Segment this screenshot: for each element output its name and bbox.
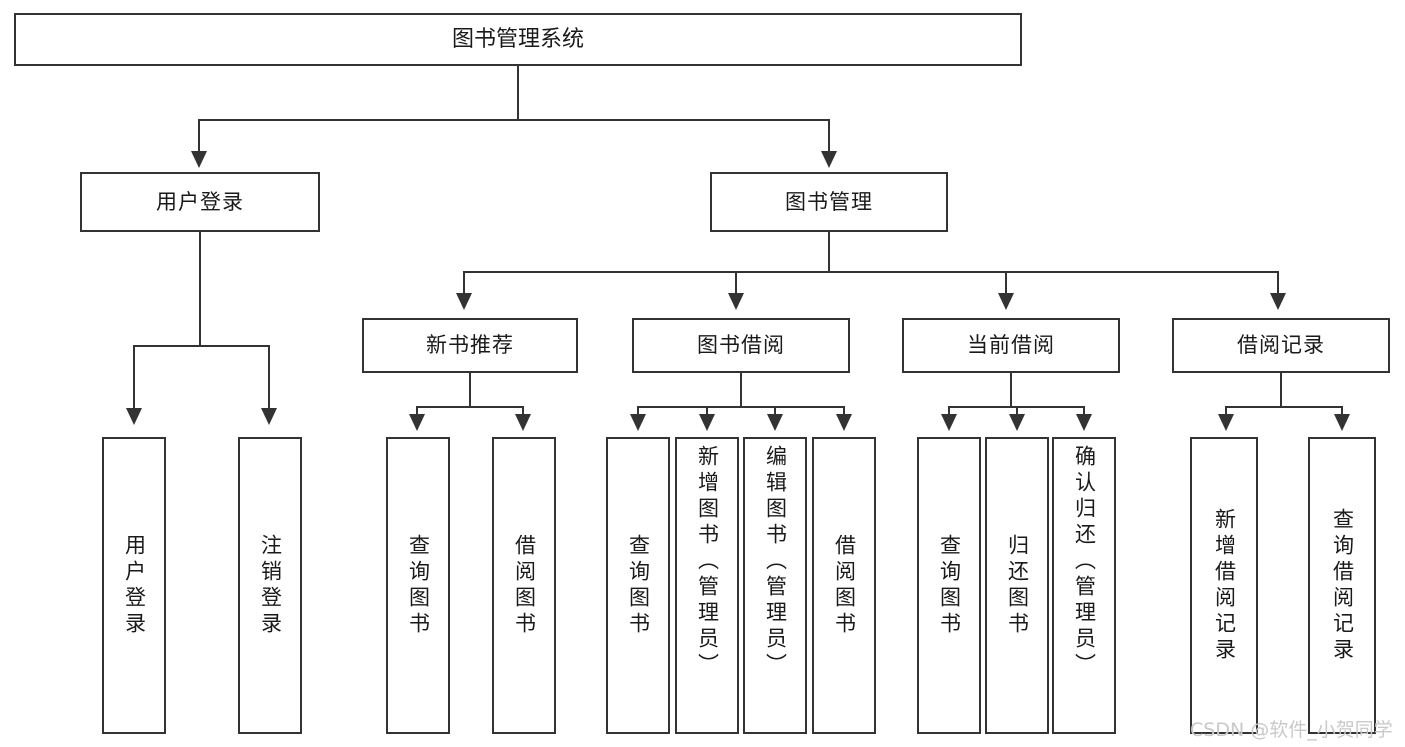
connector-root-to-book-manage xyxy=(828,119,830,153)
connector-root-to-user-login xyxy=(198,119,200,153)
leaf-label: 确认归还（管理员） xyxy=(1072,445,1097,679)
arrow-bm-to-current-borrow xyxy=(998,293,1014,310)
connector-book-manage-stem xyxy=(828,232,830,272)
leaf-label: 借阅图书 xyxy=(832,533,857,638)
node-root-system[interactable]: 图书管理系统 xyxy=(14,13,1022,66)
arrow-user-login-to-leaf-user-login xyxy=(126,408,142,425)
connector-bb-4 xyxy=(843,406,845,418)
connector-user-login-left xyxy=(133,345,135,411)
node-new-book-recommend[interactable]: 新书推荐 xyxy=(362,318,578,373)
leaf-label: 归还图书 xyxy=(1005,533,1030,638)
node-borrow-record[interactable]: 借阅记录 xyxy=(1172,318,1390,373)
connector-bb-bar xyxy=(637,406,845,408)
arrow-cb-to-confirm-return xyxy=(1076,414,1092,431)
connector-user-login-bar xyxy=(133,345,269,347)
arrow-bb-to-edit-book xyxy=(767,414,783,431)
leaf-label: 查询图书 xyxy=(937,533,962,638)
node-current-borrow[interactable]: 当前借阅 xyxy=(902,318,1120,373)
arrow-bm-to-borrow-record xyxy=(1270,293,1286,310)
connector-bm-to-book-borrow xyxy=(735,271,737,296)
arrow-bb-to-query-book xyxy=(630,414,646,431)
connector-nbr-bar xyxy=(416,406,524,408)
connector-bb-1 xyxy=(637,406,639,418)
connector-bb-3 xyxy=(774,406,776,418)
node-book-manage[interactable]: 图书管理 xyxy=(710,172,948,232)
connector-bm-to-current-borrow xyxy=(1005,271,1007,296)
arrow-root-to-book-manage xyxy=(821,151,837,168)
arrow-user-login-to-leaf-user-logout xyxy=(261,408,277,425)
arrow-cb-to-query-book xyxy=(941,414,957,431)
arrow-bb-to-borrow-book xyxy=(836,414,852,431)
arrow-br-to-query-record xyxy=(1334,414,1350,431)
arrow-cb-to-return-book xyxy=(1009,414,1025,431)
node-book-borrow[interactable]: 图书借阅 xyxy=(632,318,850,373)
connector-book-manage-bar xyxy=(463,271,1279,273)
leaf-label: 查询图书 xyxy=(406,533,431,638)
leaf-label: 注销登录 xyxy=(258,533,283,638)
connector-nbr-stem xyxy=(469,373,471,407)
leaf-query-book-recommend[interactable]: 查询图书 xyxy=(386,437,450,734)
connector-cb-2 xyxy=(1016,406,1018,418)
leaf-label: 新增借阅记录 xyxy=(1212,507,1237,664)
connector-bm-to-new-book xyxy=(463,271,465,296)
connector-br-bar xyxy=(1225,406,1343,408)
connector-user-login-right xyxy=(268,345,270,411)
leaf-query-borrow-record[interactable]: 查询借阅记录 xyxy=(1308,437,1376,734)
arrow-bm-to-book-borrow xyxy=(728,293,744,310)
arrow-bb-to-add-book xyxy=(699,414,715,431)
leaf-query-book-current[interactable]: 查询图书 xyxy=(917,437,981,734)
leaf-borrow-book-recommend[interactable]: 借阅图书 xyxy=(492,437,556,734)
connector-bb-2 xyxy=(706,406,708,418)
connector-br-left xyxy=(1225,406,1227,418)
leaf-borrow-book-borrow[interactable]: 借阅图书 xyxy=(812,437,876,734)
connector-bb-stem xyxy=(740,373,742,407)
leaf-label: 借阅图书 xyxy=(512,533,537,638)
connector-cb-stem xyxy=(1010,373,1012,407)
connector-cb-1 xyxy=(948,406,950,418)
arrow-br-to-add-record xyxy=(1218,414,1234,431)
arrow-bm-to-new-book xyxy=(456,293,472,310)
arrow-root-to-user-login xyxy=(191,151,207,168)
connector-cb-3 xyxy=(1083,406,1085,418)
leaf-label: 查询图书 xyxy=(626,533,651,638)
leaf-edit-book[interactable]: 编辑图书（管理员） xyxy=(743,437,807,734)
arrow-nbr-to-query-book xyxy=(409,414,425,431)
connector-nbr-left xyxy=(416,406,418,418)
connector-nbr-right xyxy=(522,406,524,418)
connector-br-right xyxy=(1341,406,1343,418)
leaf-user-login[interactable]: 用户登录 xyxy=(102,437,166,734)
leaf-add-borrow-record[interactable]: 新增借阅记录 xyxy=(1190,437,1258,734)
leaf-label: 用户登录 xyxy=(122,533,147,638)
leaf-label: 新增图书（管理员） xyxy=(695,445,720,679)
node-user-login[interactable]: 用户登录 xyxy=(80,172,320,232)
csdn-watermark: CSDN @软件_小贺同学 xyxy=(1190,719,1393,741)
connector-bm-to-borrow-record xyxy=(1277,271,1279,296)
leaf-label: 查询借阅记录 xyxy=(1330,507,1355,664)
connector-user-login-stem xyxy=(199,232,201,346)
connector-br-stem xyxy=(1280,373,1282,407)
leaf-add-book[interactable]: 新增图书（管理员） xyxy=(675,437,739,734)
connector-root-bar xyxy=(198,119,830,121)
leaf-confirm-return[interactable]: 确认归还（管理员） xyxy=(1052,437,1116,734)
arrow-nbr-to-borrow-book xyxy=(515,414,531,431)
leaf-return-book[interactable]: 归还图书 xyxy=(985,437,1049,734)
leaf-query-book-borrow[interactable]: 查询图书 xyxy=(606,437,670,734)
connector-root-stem xyxy=(517,66,519,120)
leaf-label: 编辑图书（管理员） xyxy=(763,445,788,679)
leaf-user-logout[interactable]: 注销登录 xyxy=(238,437,302,734)
